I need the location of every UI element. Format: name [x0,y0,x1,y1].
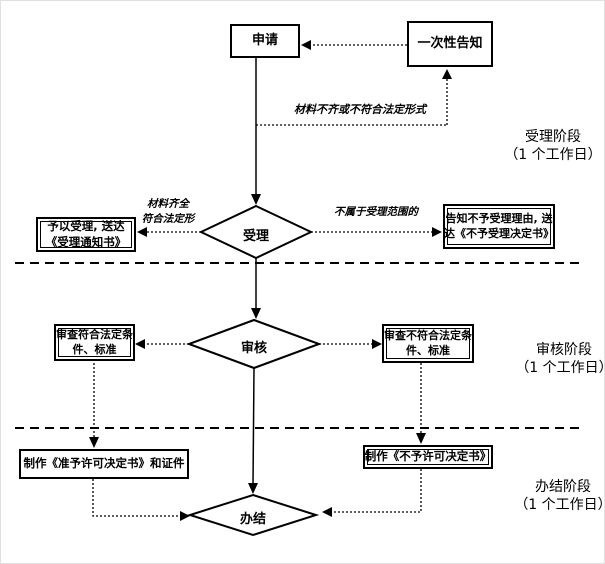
complete-diamond-label: 办结 [239,512,266,527]
reject-accept-line2: 达《不予受理决定书》 [444,226,554,240]
materials-complete-line2: 符合法定形 [141,212,195,225]
edge-denial-to-complete [332,469,422,513]
one-time-notice-label: 一次性告知 [417,36,483,52]
arrowhead-fail-left [372,339,382,349]
materials-complete-line1: 材料齐全 [147,198,189,210]
stage-complete: 办结阶段 （1 个工作日） [508,478,605,514]
make-permit-node: 制作《准予许可决定书》和证件 [19,449,189,479]
review-pass-node: 审查符合法定条 件、标准 [54,324,135,361]
stage-accept: 受理阶段 （1 个工作日） [498,128,604,164]
arrowhead-complete-left [180,511,190,521]
edge-review-to-complete [252,367,255,486]
reject-accept-line1: 告知不予受理理由, 送 [445,211,553,225]
make-permit-label: 制作《准予许可决定书》和证件 [23,456,185,471]
arrowhead-grant-right [137,227,147,237]
arrowhead-notice-bottom [442,69,452,79]
arrowhead-permit-top [89,437,99,448]
arrowhead-denial-top [416,433,426,444]
apply-node: 申请 [230,24,300,58]
stage-accept-duration: （1 个工作日） [504,147,602,164]
stage-review-name: 审核阶段 [536,342,592,358]
grant-accept-line1: 予以受理, 送达 [47,218,125,233]
stage-complete-duration: （1 个工作日） [514,497,605,514]
make-denial-node: 制作《不予许可决定书》 [363,445,493,469]
review-diamond-label: 审核 [240,341,267,356]
stage-review-duration: （1 个工作日） [515,360,605,377]
review-fail-node: 审查不符合法定条 件、标准 [382,324,474,363]
stage-review: 审核阶段 （1 个工作日） [509,341,605,377]
accept-diamond-label: 受理 [242,229,269,244]
arrowhead-apply-right [301,40,311,50]
arrowhead-pass-right [135,339,145,349]
accept-diamond [198,204,314,260]
arrowhead-complete-top [248,483,258,494]
out-of-scope-label: 不属于受理范围的 [334,206,418,218]
stage-complete-name: 办结阶段 [535,479,591,495]
review-fail-line2: 件、标准 [406,343,450,357]
arrowhead-review-top [251,308,261,319]
stage-accept-name: 受理阶段 [525,129,581,145]
review-diamond [186,318,322,370]
edge-permit-to-complete [92,479,180,517]
materials-complete-label: 材料齐全 符合法定形 [128,197,208,226]
review-fail-line1: 审查不符合法定条 [384,328,472,342]
arrowhead-accept-top [251,194,261,205]
reject-accept-node: 告知不予受理理由, 送 达《不予受理决定书》 [443,204,555,249]
one-time-notice-node: 一次性告知 [407,21,493,67]
apply-label: 申请 [251,33,278,49]
make-denial-label: 制作《不予许可决定书》 [364,449,492,464]
complete-diamond [186,493,320,537]
grant-accept-line2: 《受理通知书》 [45,234,127,249]
arrowhead-complete-right [322,507,332,517]
review-pass-line1: 审查符合法定条 [56,327,133,341]
review-pass-line2: 件、标准 [72,342,117,356]
arrowhead-reject-left [432,227,442,237]
grant-accept-node: 予以受理, 送达 《受理通知书》 [36,217,136,252]
materials-incomplete-label: 材料不齐或不符合法定形式 [294,103,426,116]
